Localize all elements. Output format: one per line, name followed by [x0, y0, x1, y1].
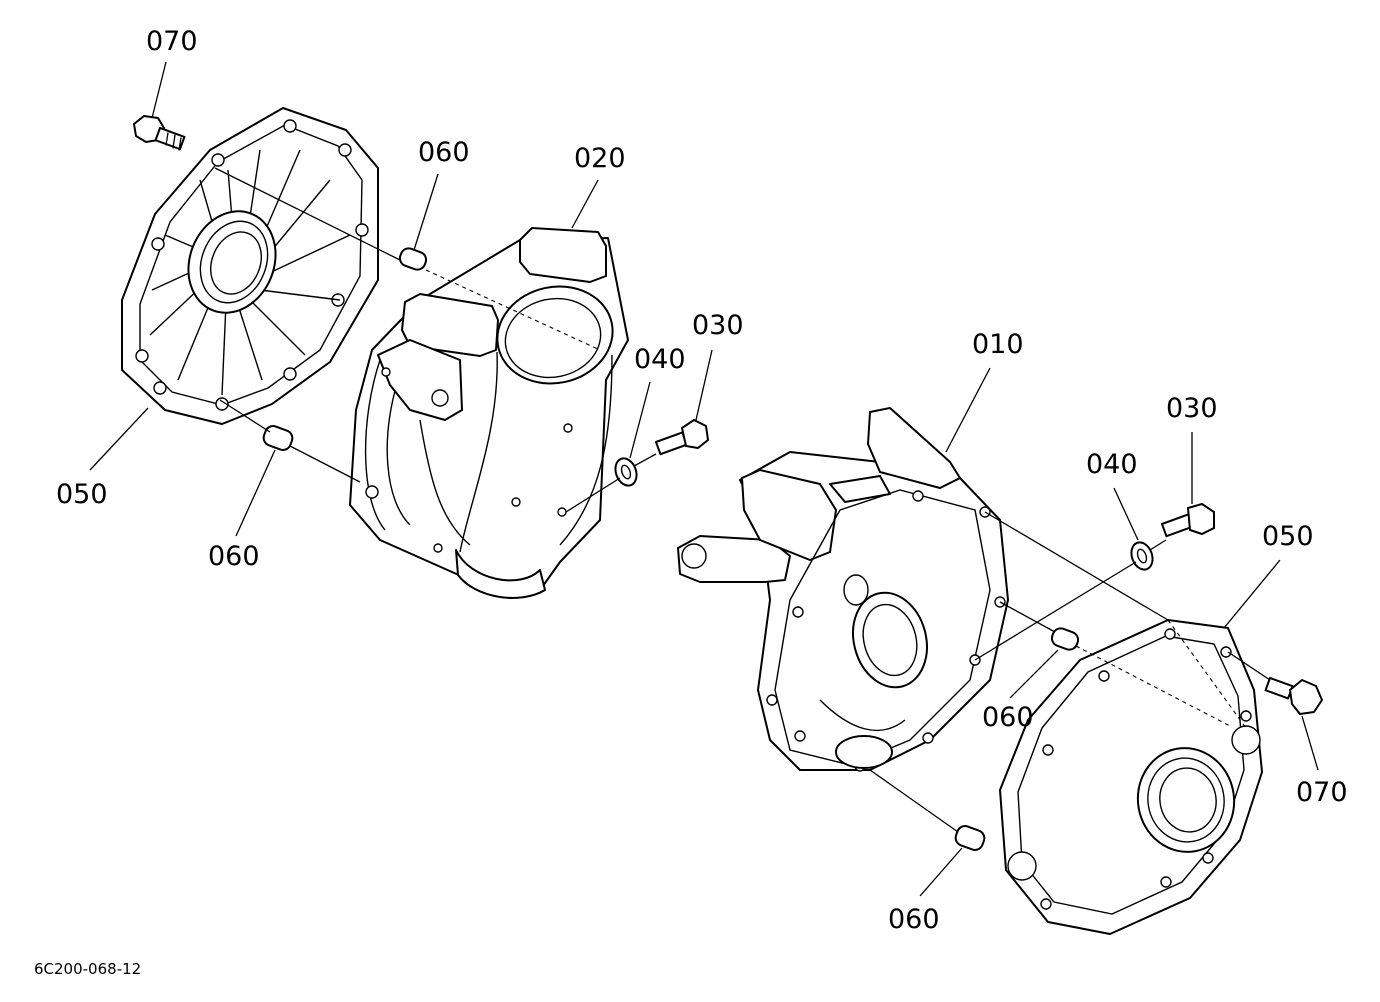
dowel-pin-060-left[interactable] [261, 424, 294, 452]
bolt-030-mid[interactable] [654, 419, 709, 456]
callout-010: 010 [972, 329, 1024, 360]
right-kingpin-housing-010[interactable] [677, 407, 1009, 772]
callout-060-right-mid: 060 [982, 702, 1034, 733]
callout-060-top: 060 [418, 137, 470, 168]
callout-060-bottom: 060 [888, 904, 940, 935]
dowel-pin-060-right-mid[interactable] [1050, 626, 1081, 652]
washer-040-mid[interactable] [612, 455, 640, 488]
callout-050-right: 050 [1262, 521, 1314, 552]
bolt-070-left[interactable] [133, 115, 186, 151]
drawing-code: 6C200-068-12 [34, 960, 141, 978]
washer-040-right[interactable] [1128, 539, 1156, 572]
assembly-lines [214, 167, 1271, 833]
callout-030-mid: 030 [692, 310, 744, 341]
callout-040-mid: 040 [634, 344, 686, 375]
callout-leaders [89, 61, 1319, 897]
callout-050-left: 050 [56, 479, 108, 510]
callout-070-top: 070 [146, 26, 198, 57]
left-kingpin-housing-020[interactable] [349, 227, 629, 599]
callout-040-right: 040 [1086, 449, 1138, 480]
bolt-070-right[interactable] [1264, 677, 1323, 715]
bolt-030-right[interactable] [1161, 503, 1215, 538]
callout-060-left: 060 [208, 541, 260, 572]
callout-020: 020 [574, 143, 626, 174]
callout-070-right: 070 [1296, 777, 1348, 808]
left-cover-plate[interactable] [121, 107, 379, 425]
right-cover-plate[interactable] [999, 619, 1263, 935]
dowel-pin-060-top[interactable] [398, 246, 429, 272]
dowel-pin-060-bottom[interactable] [953, 824, 986, 852]
callout-030-right: 030 [1166, 393, 1218, 424]
